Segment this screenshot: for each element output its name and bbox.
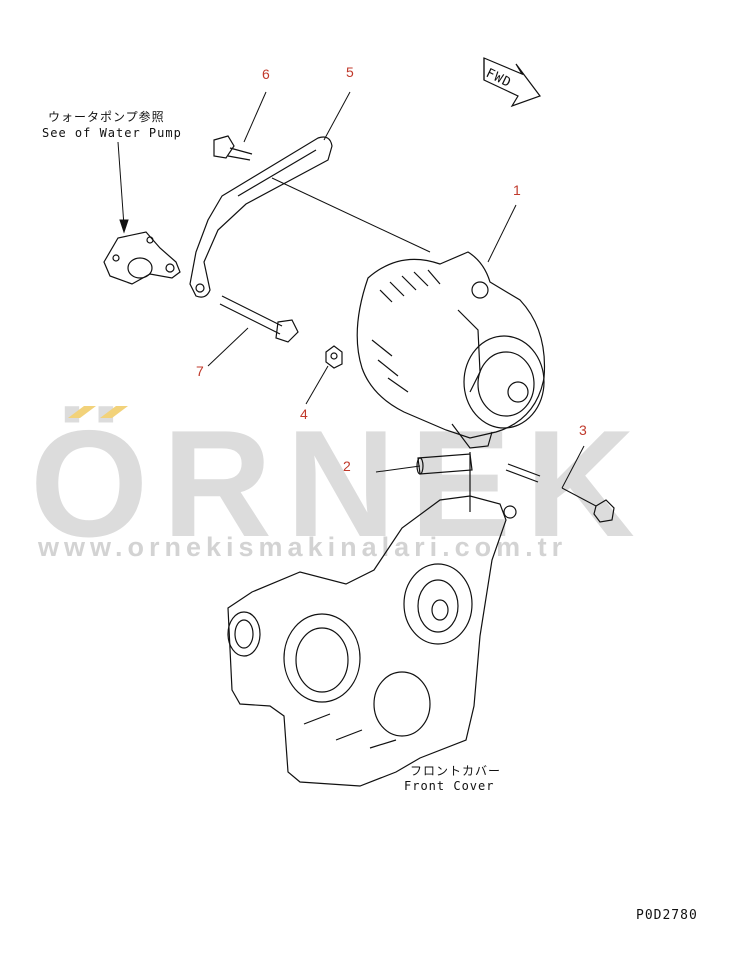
pin-2 [416, 453, 473, 475]
callout-7: 7 [196, 363, 204, 379]
nut-4 [325, 345, 343, 369]
watermark-url: www.ornekismakinalari.com.tr [38, 532, 568, 562]
watermark-brand: ÖRNEK [30, 399, 649, 569]
drawing-code: P0D2780 [636, 908, 698, 923]
water-pump-note-en: See of Water Pump [42, 126, 182, 140]
callout-6: 6 [262, 66, 270, 82]
front-cover [227, 495, 517, 787]
alternator [356, 251, 546, 512]
front-cover-note-jp: フロントカバー [410, 764, 502, 778]
leader-lines [117, 91, 597, 507]
callout-1: 1 [513, 182, 521, 198]
callout-3: 3 [579, 422, 587, 438]
bolt-6 [213, 135, 253, 161]
callout-4: 4 [300, 406, 308, 422]
callout-2: 2 [343, 458, 351, 474]
front-cover-note-en: Front Cover [404, 779, 495, 793]
fwd-arrow [483, 57, 541, 108]
adjusting-bracket [189, 136, 333, 298]
bolt-7 [219, 295, 299, 343]
water-pump-flange [103, 231, 181, 285]
callout-5: 5 [346, 64, 354, 80]
water-pump-note-jp: ウォータポンプ参照 [48, 110, 165, 124]
bolt-3 [505, 463, 615, 523]
